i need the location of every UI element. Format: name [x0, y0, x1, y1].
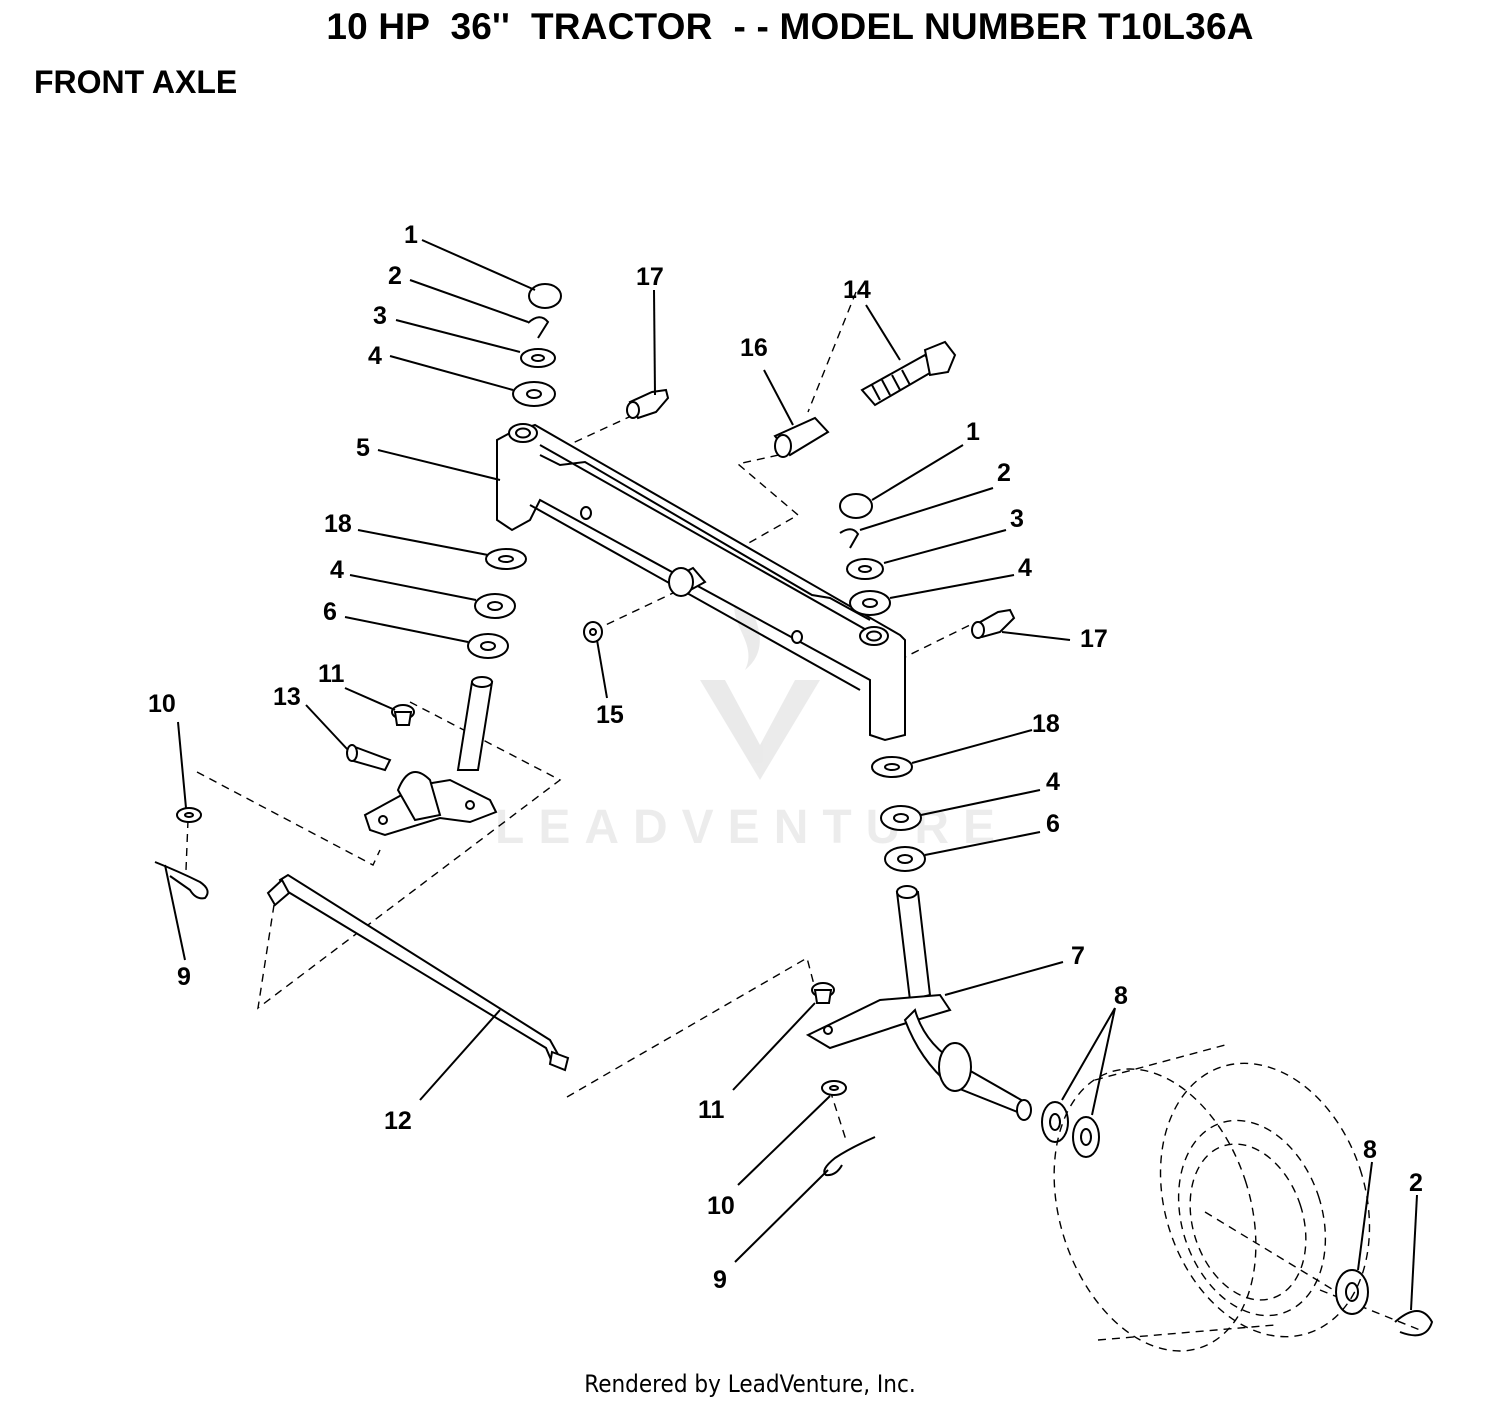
callout-label: 10: [148, 690, 176, 718]
callout-label: 11: [698, 1096, 725, 1124]
tie-rod: [266, 873, 570, 1072]
retaining-clip: [1394, 1310, 1434, 1337]
callout-numbers: 1 2 3 4 5 18 4 6 11 13 10 9 12 17 16 14 …: [148, 221, 1423, 1294]
leader-lines: [164, 239, 1418, 1311]
callout-label: 7: [1071, 942, 1085, 970]
callout-label: 11: [318, 660, 345, 688]
callout-label: 4: [1046, 768, 1060, 796]
callout-label: 2: [388, 262, 402, 290]
callout-label: 9: [177, 963, 191, 991]
axle-beam: [496, 423, 906, 742]
callout-label: 17: [1080, 625, 1108, 653]
right-cotter-and-washer: [821, 1080, 876, 1177]
callout-label: 4: [330, 556, 344, 584]
callout-label: 2: [1409, 1169, 1423, 1197]
section-title: FRONT AXLE: [34, 64, 238, 100]
callout-label: 2: [997, 459, 1011, 487]
pivot-bolt: [860, 340, 957, 407]
pivot-nut: [583, 621, 603, 643]
callout-label: 10: [707, 1192, 735, 1220]
callout-label: 3: [1010, 505, 1024, 533]
callout-label: 18: [1032, 710, 1060, 738]
left-spindle: [346, 676, 498, 837]
callout-label: 13: [273, 683, 301, 711]
right-spindle: [805, 885, 1032, 1121]
footer-credit: Rendered by LeadVenture, Inc.: [584, 1370, 916, 1398]
callout-label: 5: [356, 434, 370, 462]
callout-label: 18: [324, 510, 352, 538]
pivot-spacer: [773, 416, 830, 458]
callout-label: 8: [1114, 982, 1128, 1010]
page-title: 10 HP 36'' TRACTOR - - MODEL NUMBER T10L…: [326, 6, 1254, 47]
front-wheel: [1053, 1044, 1371, 1352]
watermark-text: LEADVENTURE: [495, 801, 1009, 854]
callout-label: 9: [713, 1266, 727, 1294]
grease-fitting-left: [626, 388, 670, 420]
callout-label: 6: [323, 598, 337, 626]
left-cotter-and-washer: [154, 807, 209, 900]
callout-label: 16: [740, 334, 768, 362]
left-pivot-stack: [467, 283, 562, 659]
wheel-washers: [1041, 1101, 1369, 1315]
callout-label: 15: [596, 701, 624, 729]
grease-fitting-right: [971, 608, 1016, 639]
callout-label: 1: [966, 418, 980, 446]
callout-label: 17: [636, 263, 664, 291]
callout-label: 4: [1018, 554, 1032, 582]
callout-label: 8: [1363, 1136, 1377, 1164]
callout-label: 3: [373, 302, 387, 330]
callout-label: 14: [843, 276, 871, 304]
right-pivot-stack: [839, 493, 926, 872]
callout-label: 4: [368, 342, 382, 370]
callout-label: 6: [1046, 810, 1060, 838]
callout-label: 1: [404, 221, 418, 249]
callout-label: 12: [384, 1107, 412, 1135]
